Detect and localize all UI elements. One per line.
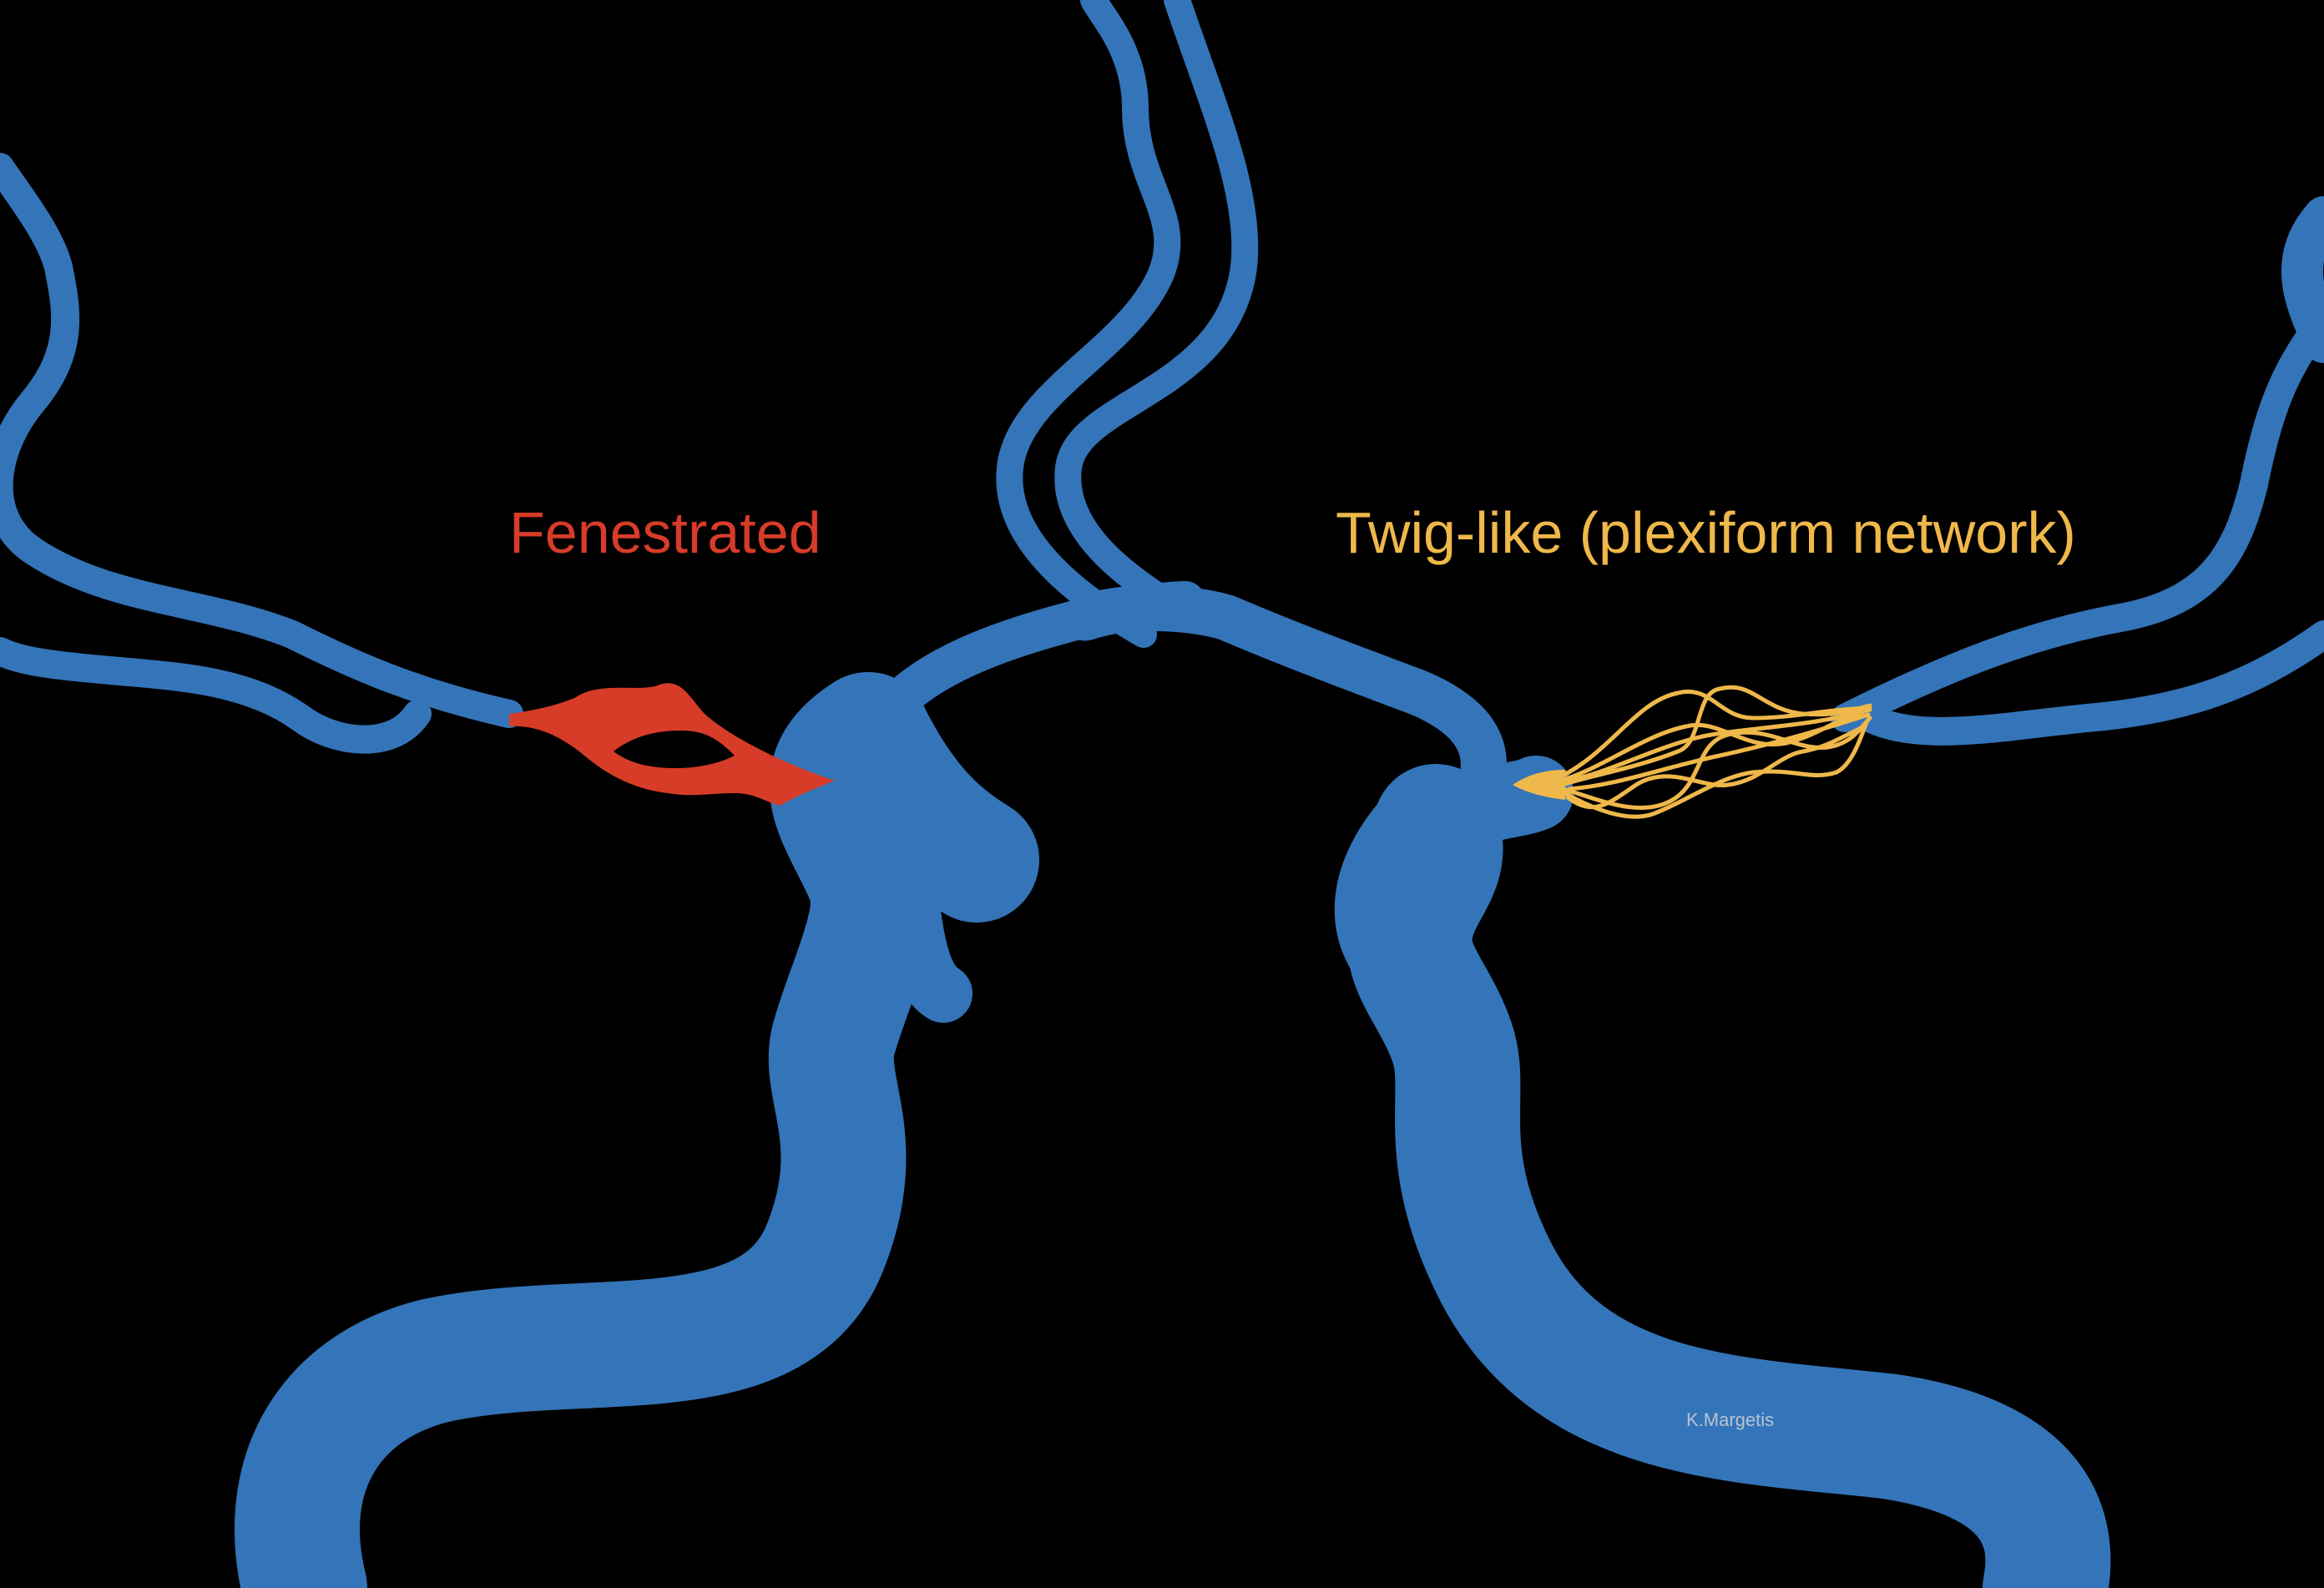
twig-strand — [1567, 712, 1871, 791]
right-top-vessel — [2281, 196, 2324, 363]
right-upper-vessel-b — [1856, 620, 2324, 746]
right-vessel-network — [1334, 196, 2324, 1588]
fenestrated-segment — [509, 683, 835, 806]
twig-strand — [1560, 716, 1872, 810]
twig-strands — [1559, 685, 1872, 819]
twig-strand — [1565, 724, 1867, 810]
twig-strand — [1563, 720, 1869, 819]
right-upper-vessel-a — [1831, 303, 2324, 732]
center-up-vessel-a — [996, 0, 1181, 648]
twig-like-network — [1513, 685, 1872, 819]
center-up-vessel-b — [1054, 0, 1259, 631]
vessel-network — [0, 0, 1507, 1588]
fenestrated-label: Fenestrated — [509, 500, 821, 565]
twig-like-label: Twig-like (plexiform network) — [1336, 500, 2076, 565]
left-upper-vessel-a — [0, 153, 523, 728]
author-credit: K.Margetis — [1686, 1409, 1775, 1430]
twig-strand — [1560, 685, 1872, 787]
left-main-trunk — [235, 672, 936, 1588]
twig-tip — [1513, 770, 1565, 800]
fenestration-hole — [614, 731, 735, 768]
left-upper-vessel-b — [0, 637, 432, 754]
left-small-loop — [847, 697, 973, 1023]
twig-strand — [1563, 707, 1872, 783]
